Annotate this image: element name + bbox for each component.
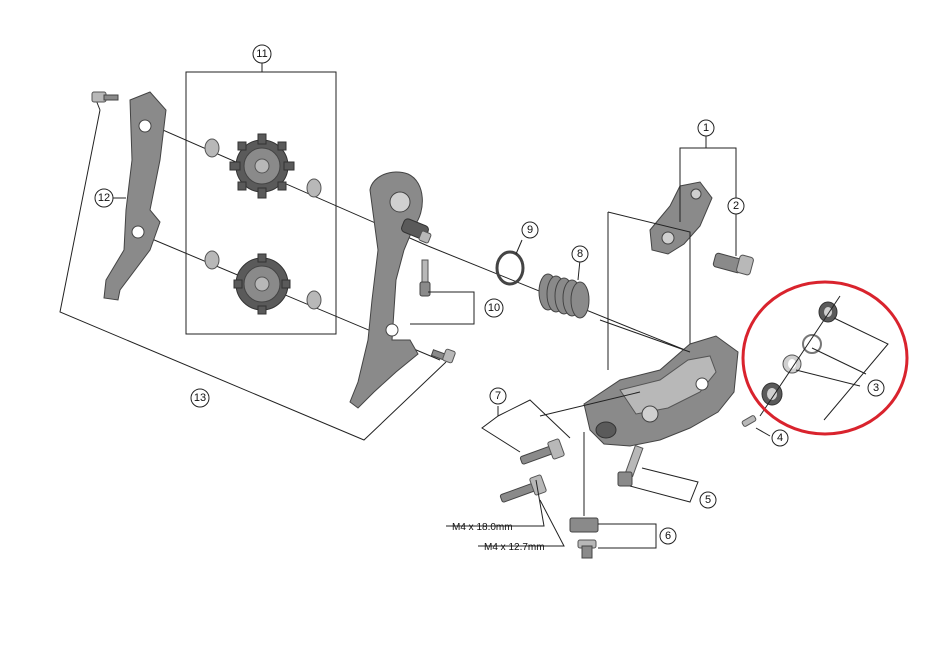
callout-12-label: 12: [98, 192, 110, 204]
callout-1-2-lines: [607, 136, 737, 410]
callout-13: 13: [190, 388, 210, 408]
callout-7-lines: [446, 391, 641, 547]
callout-3-label: 3: [873, 382, 879, 394]
callout-12: 12: [94, 188, 126, 208]
callout-5: 5: [699, 491, 717, 509]
body-axis-line: [599, 319, 691, 353]
guide-pulley: [229, 133, 295, 199]
link-pin: [617, 444, 699, 503]
callout-1: 1: [697, 119, 715, 137]
cage-screw-bottom: [430, 348, 456, 364]
washers-upper: [204, 138, 322, 198]
tension-pulley: [233, 253, 291, 315]
callout-7-label: 7: [495, 390, 501, 402]
cage-axle: [401, 218, 432, 244]
callout-7: 7: [489, 387, 507, 405]
callout-9: 9: [521, 221, 539, 239]
callout-10: 10: [484, 298, 504, 318]
callout-2-label: 2: [733, 200, 739, 212]
callout-8: 8: [571, 245, 589, 263]
callout-6: 6: [659, 527, 677, 545]
callout-5-label: 5: [705, 494, 711, 506]
snap-ring: [495, 239, 525, 286]
bolt-short-dimension: M4 x 12.7mm: [484, 542, 545, 553]
callout-11: 11: [252, 44, 272, 64]
callout-6-label: 6: [665, 530, 671, 542]
callout-9-label: 9: [527, 224, 533, 236]
adjust-bolt: [712, 252, 754, 276]
callout-11-label: 11: [256, 48, 267, 60]
callout-1-label: 1: [703, 122, 709, 134]
callout-3: 3: [867, 379, 885, 397]
bolt-long-dimension: M4 x 18.0mm: [452, 522, 513, 533]
callout-8-label: 8: [577, 248, 583, 260]
washers-lower: [204, 250, 322, 310]
tension-spring: [538, 259, 590, 319]
b-axle-link: [649, 181, 713, 255]
callout-4: 4: [771, 429, 789, 447]
cable-fixing-bolt: [569, 432, 657, 559]
callout-2: 2: [727, 197, 745, 215]
mounting-bolts: [499, 438, 565, 503]
highlight-ring: [741, 280, 909, 436]
callout-4-label: 4: [777, 432, 783, 444]
callout-13-label: 13: [194, 392, 206, 404]
cage-screw-top: [91, 91, 119, 103]
bushing-set: [759, 295, 889, 421]
small-screw: [741, 415, 771, 437]
stopper-pin: [410, 259, 475, 325]
main-body: [583, 335, 739, 447]
outer-cage-plate: [103, 91, 167, 301]
inner-cage-plate: [349, 171, 423, 409]
callout-10-label: 10: [488, 302, 500, 314]
